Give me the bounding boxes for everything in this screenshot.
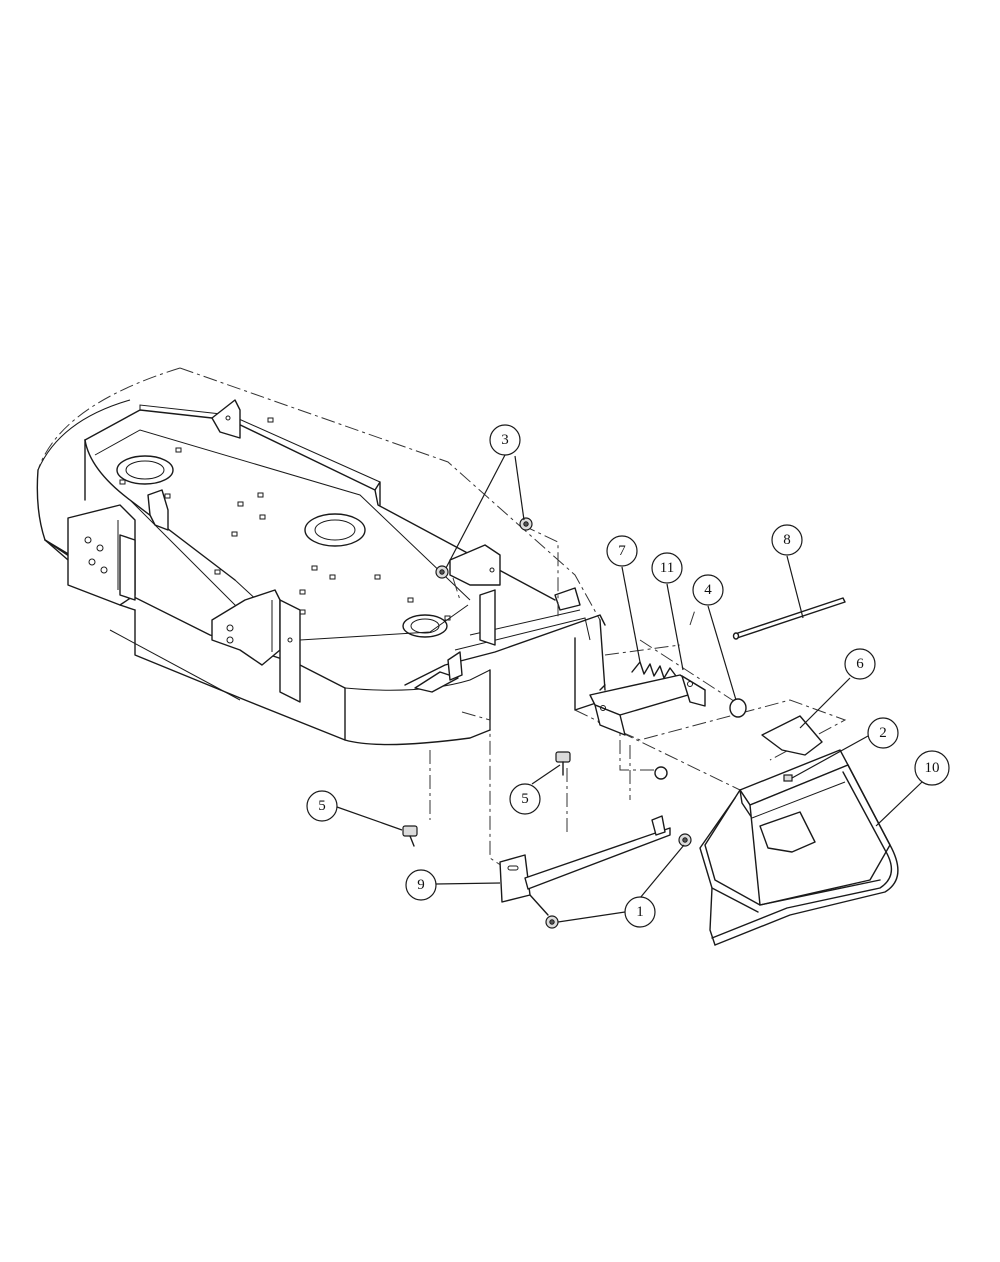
part-11-hinge-bracket [589, 674, 706, 736]
callout-label: 3 [501, 432, 509, 448]
mower-deck [36, 367, 606, 746]
callout-5-middle: 5 [509, 764, 561, 815]
callout-label: 10 [925, 760, 940, 776]
callout-8: 8 [771, 524, 804, 619]
callout-label: 1 [636, 904, 644, 920]
part-5-bolt-middle [555, 751, 571, 776]
part-6-decal [761, 715, 823, 756]
part-4-pin-cap [654, 698, 747, 780]
part-1-nut-lower [545, 915, 559, 929]
part-3-nut-right [519, 517, 533, 531]
callout-9: 9 [405, 869, 501, 901]
callout-label: 7 [618, 543, 626, 559]
callout-11: 11 [651, 552, 684, 671]
callout-label: 5 [521, 791, 529, 807]
callout-3: 3 [445, 424, 525, 569]
part-10-deflector [699, 749, 899, 946]
assembly-lines [429, 524, 847, 869]
part-9-link-arm [499, 815, 671, 916]
callout-label: 4 [704, 582, 712, 598]
callout-6: 6 [799, 648, 876, 729]
part-5-bolt-left [402, 825, 418, 847]
callout-label: 5 [318, 798, 326, 814]
callout-label: 2 [879, 725, 887, 741]
callout-7: 7 [606, 535, 641, 663]
callout-10: 10 [875, 750, 950, 827]
callout-1: 1 [557, 844, 685, 928]
part-1-nut-upper [678, 833, 692, 847]
callout-label: 6 [856, 656, 864, 672]
part-7-spring [631, 661, 677, 679]
part-8-rod [732, 597, 846, 640]
callout-label: 9 [417, 877, 425, 893]
callout-5-left: 5 [306, 790, 403, 831]
part-3-nut-left [435, 565, 449, 579]
part-2-mark [783, 774, 793, 782]
callout-4: 4 [692, 574, 737, 701]
callout-label: 11 [660, 560, 674, 576]
callout-label: 8 [783, 532, 791, 548]
callout-2: 2 [791, 717, 899, 779]
